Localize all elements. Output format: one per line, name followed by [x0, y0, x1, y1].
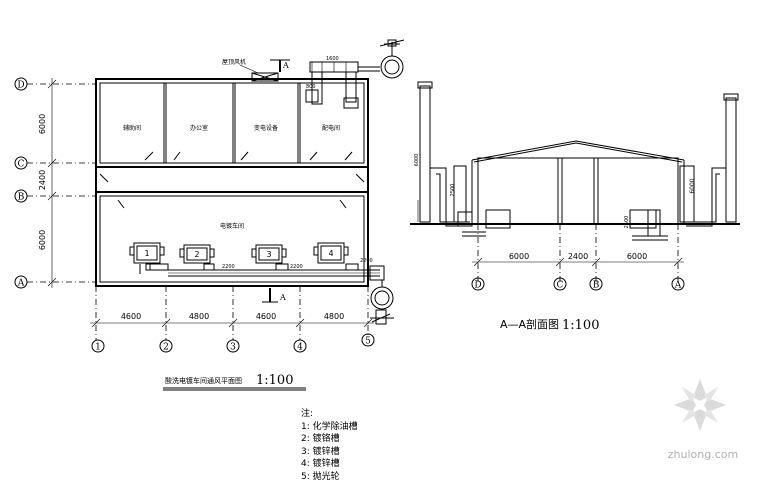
svg-text:4: 4: [297, 343, 303, 353]
svg-text:2: 2: [194, 250, 199, 259]
roof-fan: [251, 72, 279, 82]
col-axis-2: 2: [159, 339, 173, 353]
svg-text:A: A: [674, 281, 682, 291]
row-axis-b: B: [14, 189, 28, 203]
plan-scale: 1:100: [256, 373, 293, 388]
section-mark-bottom: A: [279, 293, 286, 302]
dim-2-3: 4800: [189, 312, 209, 321]
svg-text:3: 3: [266, 250, 271, 259]
plan-view: D C B A 6000 2400 6000: [14, 39, 405, 391]
room-label-plating: 电镀车间: [220, 222, 244, 230]
tank-3: 3: [251, 244, 287, 264]
col-axis-1: 1: [91, 339, 105, 353]
svg-text:A: A: [17, 279, 25, 289]
notes-heading: 注:: [301, 409, 314, 419]
notes-block: 注: 1: 化学除油槽 2: 镀铬槽 3: 镀锌槽 4: 镀锌槽 5: 抛光轮: [301, 408, 358, 484]
watermark-text: zhulong.com: [668, 448, 738, 461]
note-item-5: 5: 抛光轮: [301, 471, 340, 482]
svg-text:6000: 6000: [689, 178, 696, 193]
svg-text:D: D: [474, 281, 481, 291]
section-view: 6000 2500 6000 2500 6000 2400: [410, 81, 740, 333]
fan-bottom-right: [370, 280, 394, 325]
tank-4: 4: [313, 242, 349, 264]
svg-text:D: D: [17, 81, 24, 91]
note-item-3: 3: 镀锌槽: [301, 446, 340, 457]
svg-text:2: 2: [163, 343, 169, 353]
col-axis-5: 5: [361, 333, 375, 347]
section-dim-c-b: 2400: [568, 252, 588, 261]
svg-text:4: 4: [328, 249, 333, 258]
svg-text:800: 800: [306, 84, 316, 90]
section-axis-d: D: [471, 277, 485, 291]
building-south-block: [95, 191, 369, 287]
svg-text:2200: 2200: [222, 264, 235, 270]
fan-label: 屋顶风机: [222, 58, 246, 66]
left-exhaust-stack: 6000 2500: [414, 81, 511, 237]
svg-text:C: C: [18, 160, 25, 170]
right-exhaust-stack: 6000 2500: [624, 93, 739, 241]
room-label-transformer: 变电设备: [254, 124, 278, 132]
note-item-2: 2: 镀铬槽: [301, 434, 340, 445]
note-item-1: 1: 化学除油槽: [301, 421, 358, 432]
section-axis-c: C: [553, 277, 567, 291]
watermark-logo: [674, 379, 726, 431]
section-building: [477, 157, 679, 225]
dim-3-4: 4600: [256, 312, 276, 321]
col-axis-4: 4: [293, 339, 307, 353]
svg-text:C: C: [557, 281, 564, 291]
section-title: A—A剖面图: [500, 317, 559, 331]
svg-text:B: B: [18, 193, 25, 203]
svg-text:1: 1: [144, 249, 149, 258]
tank-1: 1: [129, 242, 165, 264]
exhaust-duct-top: 1600 800: [305, 56, 380, 109]
row-axis-c: C: [14, 156, 28, 170]
svg-text:5: 5: [365, 337, 371, 347]
svg-text:2500: 2500: [450, 184, 456, 197]
svg-text:2200: 2200: [290, 264, 303, 270]
room-label-aux: 辅助间: [123, 124, 141, 132]
tank-2: 2: [179, 244, 215, 264]
section-axis-b: B: [589, 277, 603, 291]
room-label-distribution: 配电间: [322, 124, 340, 132]
dim-1-2: 4600: [121, 312, 141, 321]
svg-text:B: B: [593, 281, 600, 291]
svg-text:3: 3: [230, 343, 236, 353]
dim-b-a: 6000: [38, 230, 47, 250]
dim-4-5: 4800: [324, 312, 344, 321]
note-item-4: 4: 镀锌槽: [301, 459, 340, 470]
plan-title: 酸洗电镀车间通风平面图: [165, 376, 242, 385]
col-axis-3: 3: [226, 339, 240, 353]
section-dim-d-c: 6000: [509, 252, 529, 261]
section-dim-b-a: 6000: [627, 252, 647, 261]
svg-text:2200: 2200: [360, 258, 373, 264]
svg-text:1: 1: [95, 343, 101, 353]
exhaust-duct-bottom: 2200 2200 2200: [139, 258, 385, 281]
fan-top-right: [379, 39, 405, 79]
dim-c-b: 2400: [38, 170, 47, 190]
row-axis-d: D: [14, 77, 28, 91]
dim-d-c: 6000: [38, 114, 47, 134]
svg-text:6000: 6000: [414, 154, 420, 167]
room-label-office: 办公室: [190, 124, 208, 132]
svg-text:2500: 2500: [624, 216, 630, 229]
row-axis-a: A: [14, 275, 28, 289]
section-mark-top: A: [282, 61, 289, 70]
svg-text:1600: 1600: [326, 56, 339, 62]
section-axis-a: A: [671, 277, 685, 291]
section-scale: 1:100: [562, 318, 599, 333]
building-north-block: [95, 78, 369, 168]
